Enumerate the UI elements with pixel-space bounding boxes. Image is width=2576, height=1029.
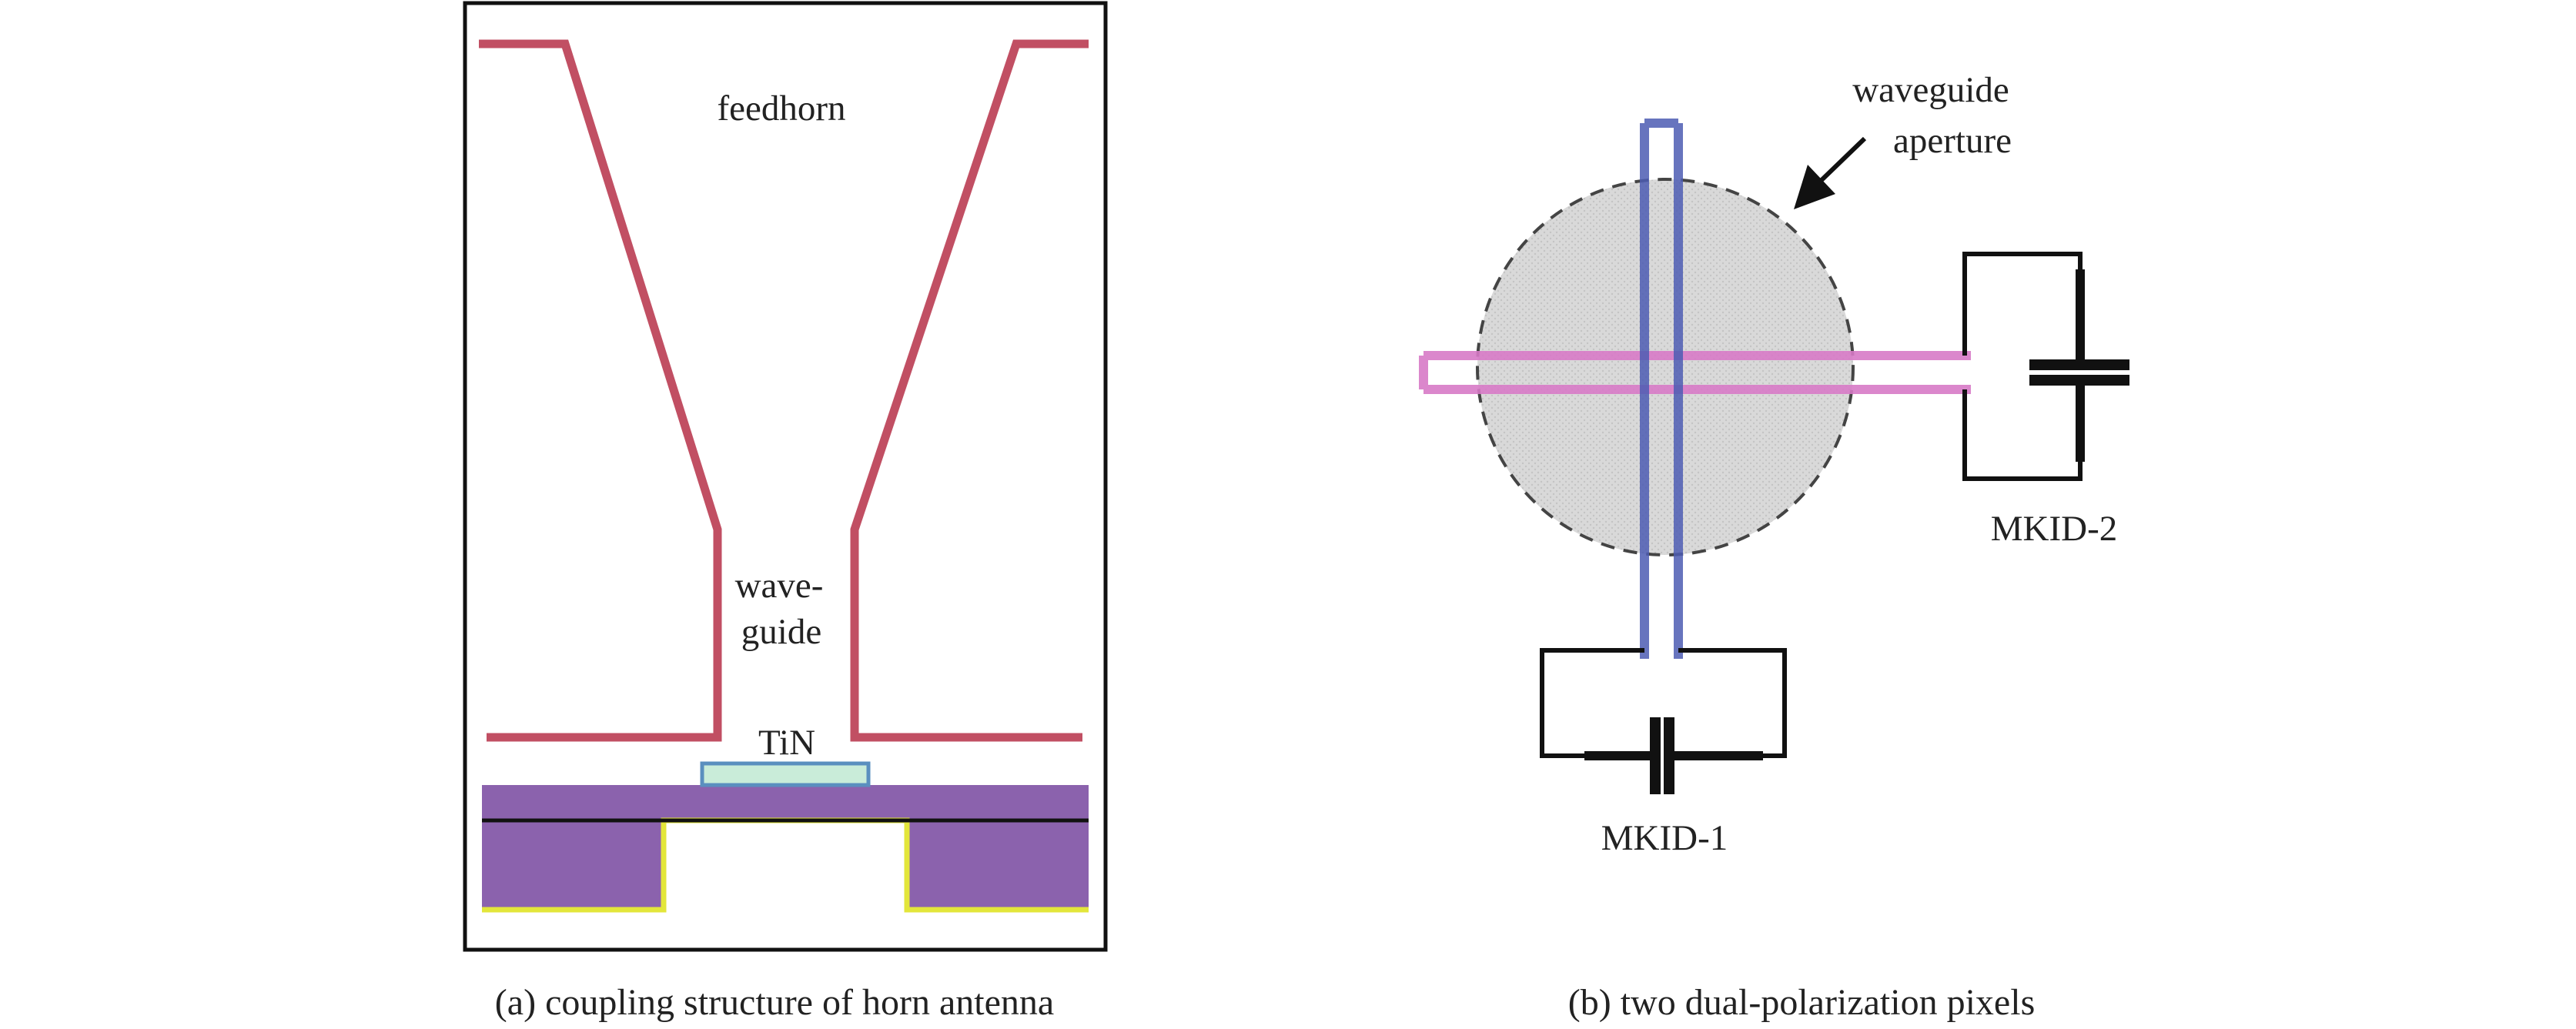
mkid-1-circuit — [1540, 648, 1787, 794]
horn-left-wall — [479, 39, 722, 742]
panel-a: feedhorn wave- guide TiN (a) coupling st… — [463, 1, 1108, 1023]
mkid-2-circuit — [1962, 252, 2129, 481]
arrow-head-icon — [1794, 165, 1835, 209]
label-aperture: aperture — [1893, 121, 2012, 161]
label-mkid-1: MKID-1 — [1601, 818, 1728, 858]
aperture-arrow — [1794, 136, 1867, 209]
panel-b: waveguide aperture MKID-2 MKID-1 (b) two… — [1419, 70, 2129, 1023]
label-guide: guide — [741, 612, 821, 652]
probe-vertical — [1640, 119, 1683, 659]
label-mkid-2: MKID-2 — [1991, 509, 2117, 549]
substrate-block — [482, 785, 1089, 910]
caption-b: (b) two dual-polarization pixels — [1568, 982, 2036, 1023]
tin-absorber — [700, 761, 871, 787]
waveguide-aperture — [1476, 178, 1855, 556]
label-feedhorn: feedhorn — [717, 89, 845, 129]
caption-a: (a) coupling structure of horn antenna — [495, 982, 1054, 1023]
label-tin: TiN — [758, 723, 815, 763]
panel-a-frame — [463, 1, 1108, 952]
horn-right-wall — [850, 39, 1089, 742]
label-wave: wave- — [735, 566, 824, 606]
label-waveguide: waveguide — [1852, 70, 2009, 110]
probe-horizontal — [1419, 351, 1971, 394]
